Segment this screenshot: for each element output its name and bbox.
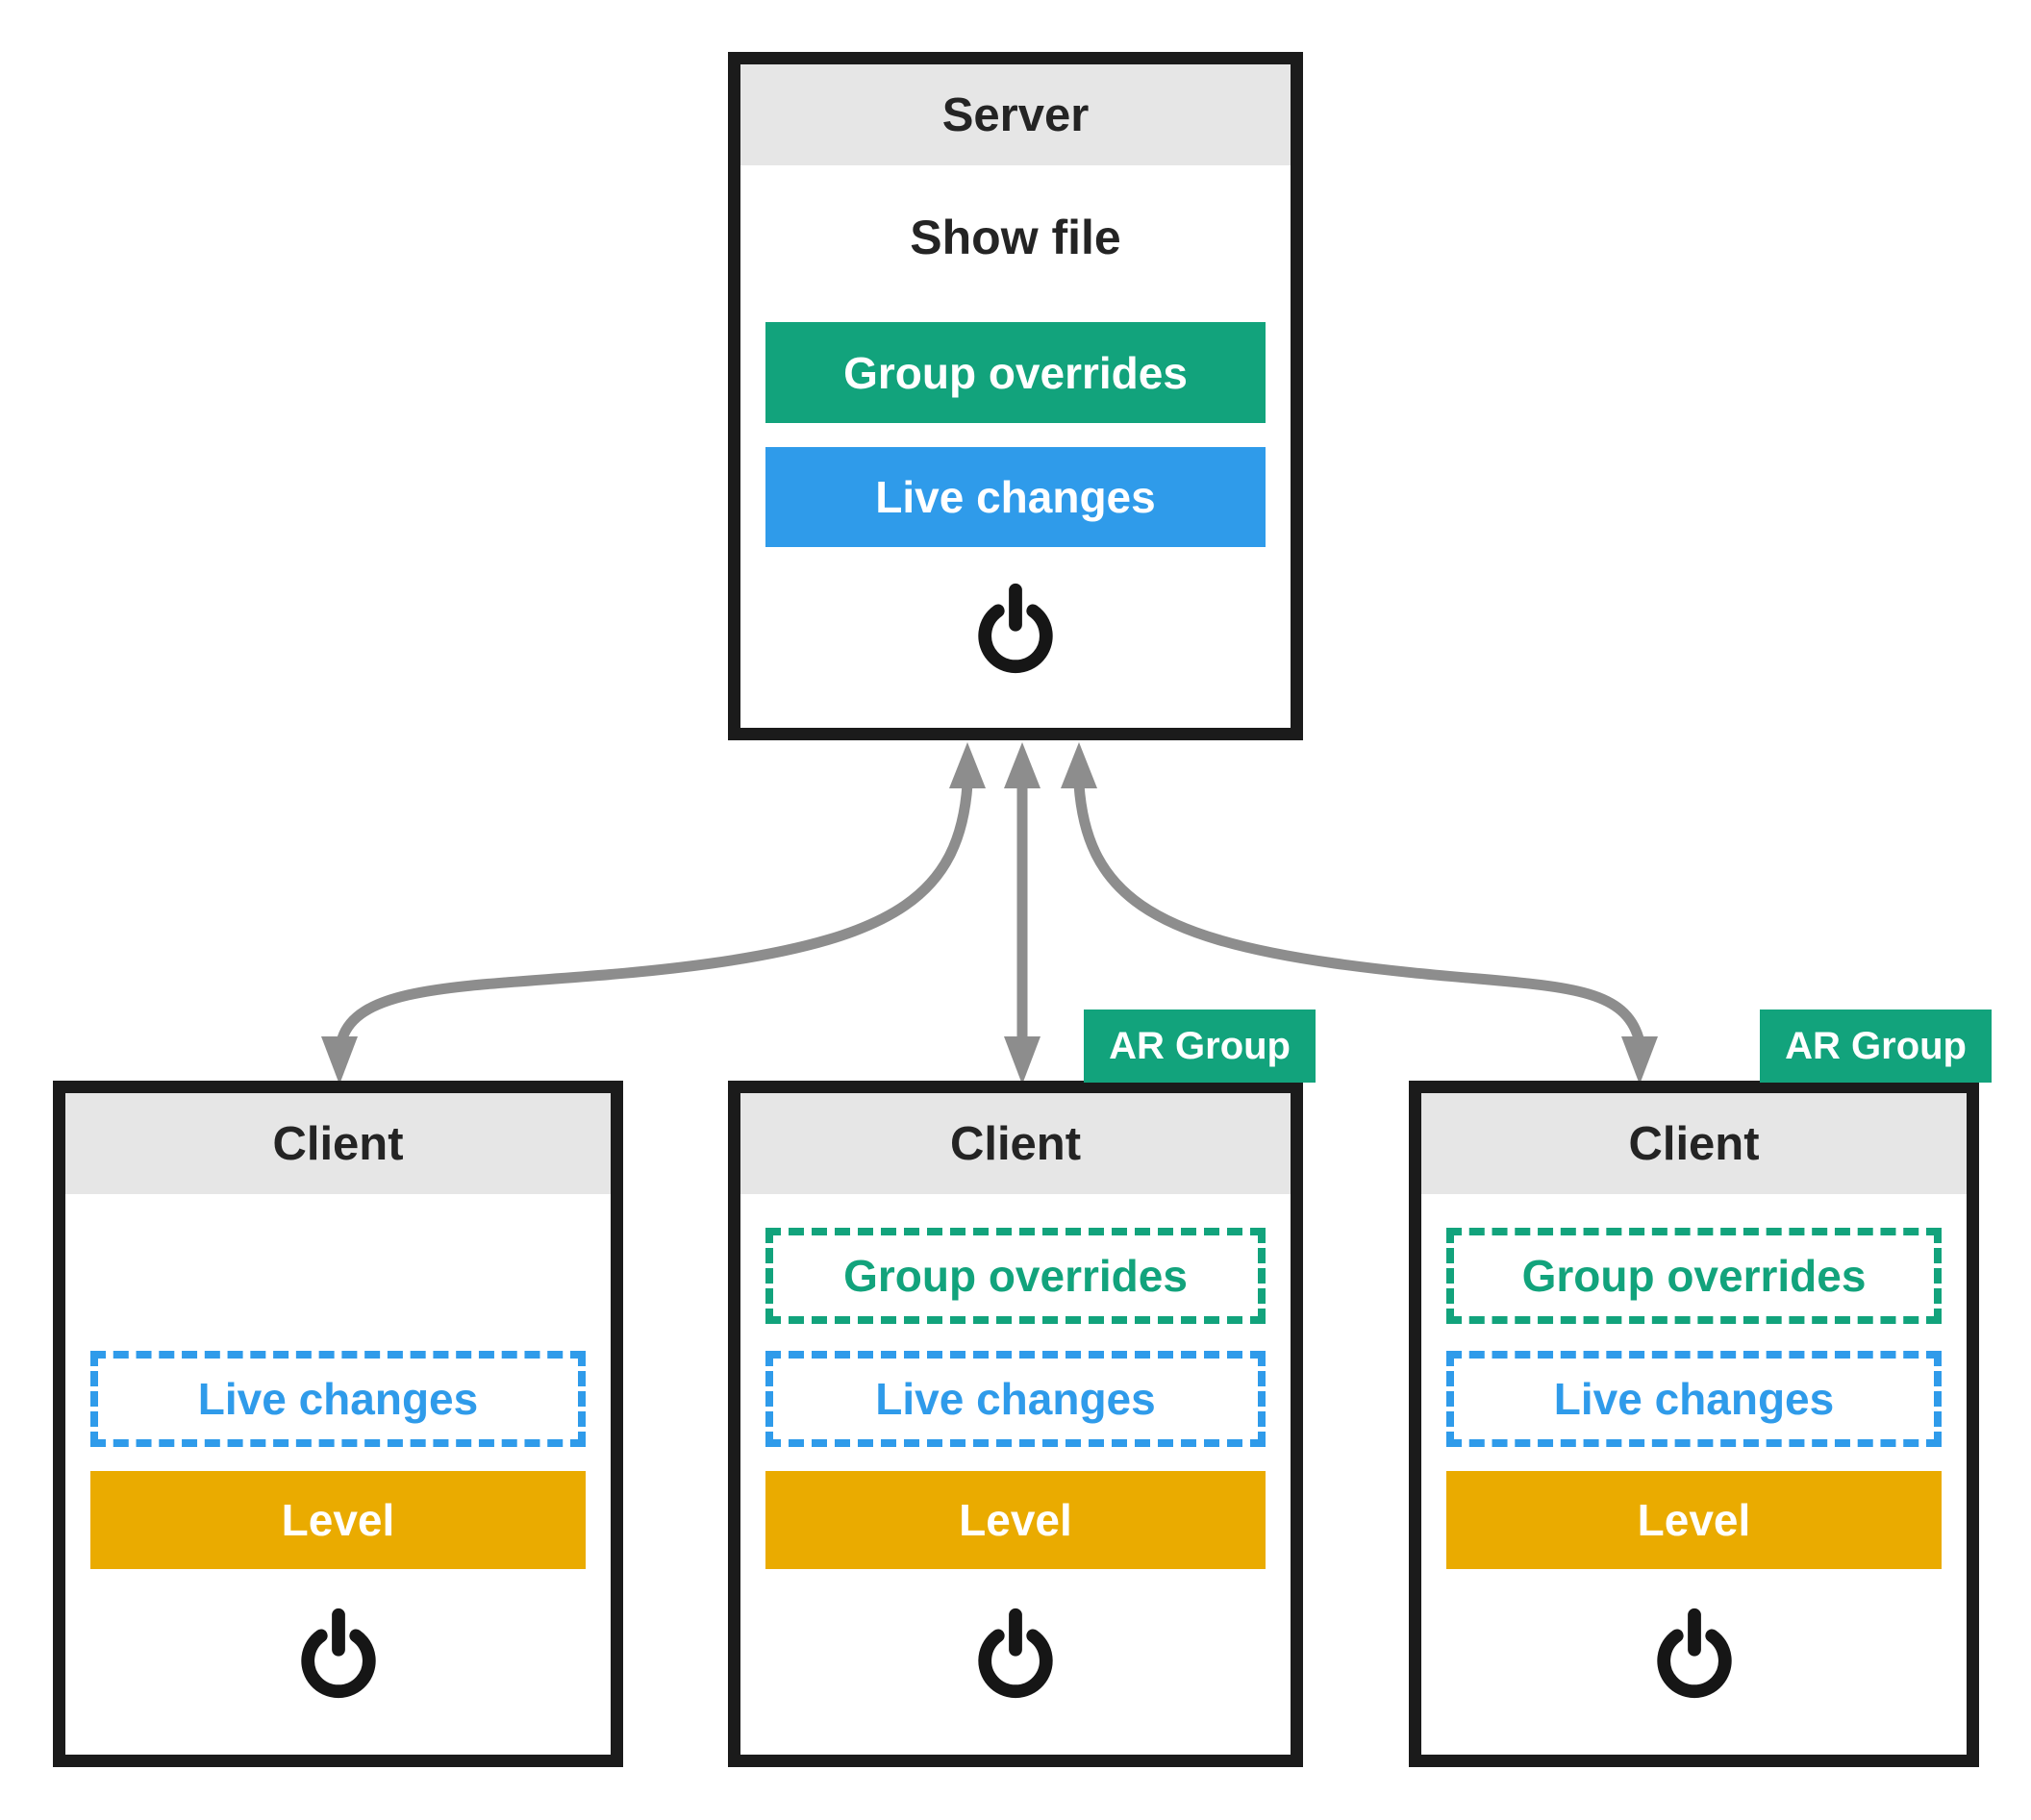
client-live-changes-slot: Live changes <box>90 1351 586 1447</box>
arrowhead-up-left <box>949 742 986 788</box>
server-title: Server <box>941 88 1090 141</box>
ar-group-badge: AR Group <box>1760 1010 1992 1083</box>
server-live-changes-chip: Live changes <box>765 447 1266 547</box>
client-header: Client <box>65 1093 611 1194</box>
arrowhead-down-right <box>1621 1036 1658 1085</box>
client-header: Client <box>740 1093 1291 1194</box>
client-title: Client <box>949 1117 1082 1170</box>
arrowhead-down-left <box>321 1036 358 1085</box>
server-group-overrides-chip: Group overrides <box>765 322 1266 423</box>
client-live-changes-slot: Live changes <box>1446 1351 1942 1447</box>
server-header: Server <box>740 64 1291 165</box>
client-header: Client <box>1421 1093 1967 1194</box>
power-icon <box>978 1608 1053 1699</box>
client-level-chip: Level <box>1446 1471 1942 1569</box>
power-icon <box>978 583 1053 674</box>
client-title: Client <box>1628 1117 1760 1170</box>
arrowhead-up-middle <box>1004 742 1041 788</box>
power-icon <box>1656 1608 1732 1699</box>
arrow-left-client-to-server <box>337 784 973 1041</box>
arrowhead-down-middle <box>1004 1036 1041 1085</box>
power-icon <box>300 1608 376 1699</box>
client-group-overrides-slot: Group overrides <box>1446 1228 1942 1324</box>
client-level-chip: Level <box>765 1471 1266 1569</box>
arrow-right-client-to-server <box>1073 784 1644 1040</box>
client-box-left: Client Live changes Level <box>53 1081 623 1767</box>
client-title: Client <box>272 1117 404 1170</box>
client-live-changes-slot: Live changes <box>765 1351 1266 1447</box>
arrowhead-up-right <box>1061 742 1097 788</box>
ar-group-badge: AR Group <box>1084 1010 1316 1083</box>
client-group-overrides-slot: Group overrides <box>765 1228 1266 1324</box>
show-file-label: Show file <box>910 211 1121 264</box>
server-box: Server Show file Group overrides Live ch… <box>728 52 1303 740</box>
client-box-right: AR Group Client Group overrides Live cha… <box>1409 1010 1992 1767</box>
client-level-chip: Level <box>90 1471 586 1569</box>
client-box-middle: AR Group Client Group overrides Live cha… <box>728 1010 1316 1767</box>
